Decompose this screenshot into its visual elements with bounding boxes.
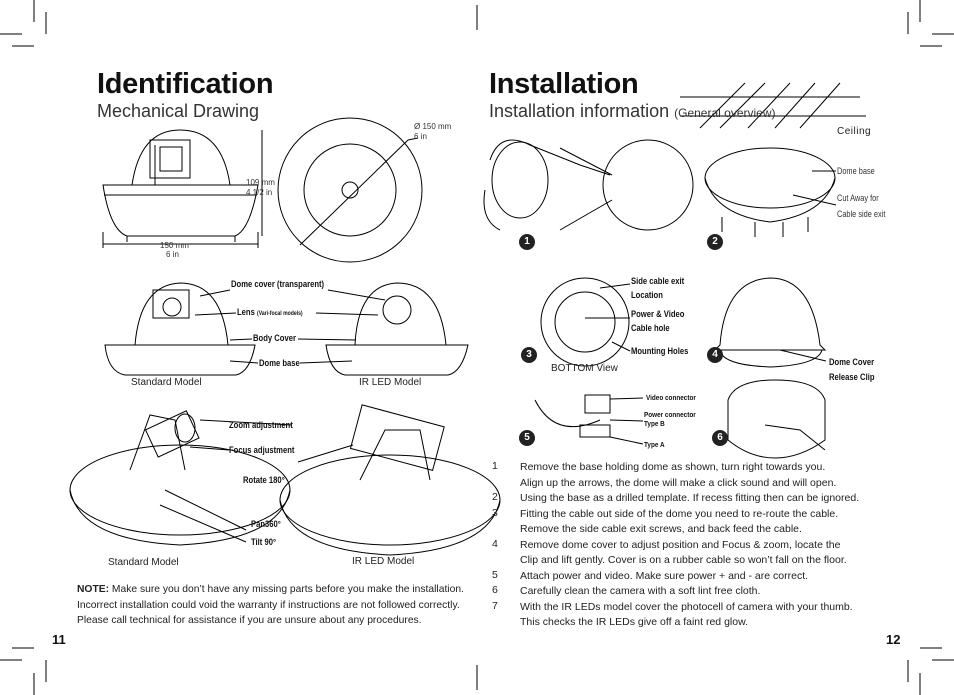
label-zoom-adjustment: Zoom adjustment: [229, 420, 293, 430]
section-subtitle: Mechanical Drawing: [97, 101, 260, 121]
dim-width-mm: 150 mm: [160, 241, 189, 250]
label-type-a: Type A: [644, 440, 665, 449]
label-video-connector: Video connector: [646, 393, 696, 402]
label-bottom-view: BOTTOM View: [551, 363, 618, 374]
page-number-right: 12: [886, 632, 901, 647]
dim-diam-mm: Ø 150 mm: [414, 122, 452, 131]
label-ir-led-model-2: IR LED Model: [352, 556, 415, 567]
dim-height-in: 4 1/2 in: [246, 188, 273, 197]
step-badge-3: 3: [521, 347, 537, 363]
step-badge-1: 1: [519, 234, 535, 250]
page-title: Identification: [97, 68, 274, 100]
label-dome-cover: Dome cover (transparent): [231, 279, 325, 289]
label-location: Location: [631, 290, 663, 300]
label-ceiling: Ceiling: [837, 126, 872, 137]
step-badge-5: 5: [519, 430, 535, 446]
label-pan: Pan360°: [251, 519, 281, 529]
label-rotate: Rotate 180°: [243, 475, 285, 485]
label-mounting-holes: Mounting Holes: [631, 346, 689, 356]
page-number-left: 11: [52, 632, 66, 647]
label-standard-model-2: Standard Model: [108, 557, 179, 568]
label-focus-adjustment: Focus adjustment: [229, 445, 295, 455]
install-title: Installation: [489, 68, 639, 100]
dim-width-in: 6 in: [166, 250, 179, 259]
label-release-clip: Release Clip: [829, 372, 875, 382]
label-dome-base: Dome base: [259, 358, 300, 368]
label-power-connector: Power connector: [644, 410, 696, 419]
label-cable-side-exit: Cable side exit: [837, 209, 886, 219]
step-badge-4: 4: [707, 347, 723, 363]
dim-diam-in: 6 in: [414, 132, 427, 141]
label-body-cover: Body Cover: [253, 333, 296, 343]
dim-height-mm: 109 mm: [246, 178, 275, 187]
step-badge-6: 6: [712, 430, 728, 446]
label-cut-away: Cut Away for: [837, 193, 879, 203]
note-block: NOTE: Make sure you don’t have any missi…: [77, 584, 464, 627]
label-side-cable-exit: Side cable exit: [631, 276, 685, 286]
installation-steps: 1 Remove the base holding dome as shown,…: [492, 460, 860, 629]
label-lens: Lens (Vari-focal models): [237, 307, 303, 317]
label-ir-led-model: IR LED Model: [359, 377, 422, 388]
label-cable-hole: Cable hole: [631, 323, 670, 333]
label-type-b: Type B: [644, 419, 665, 428]
label-dome-base-r: Dome base: [837, 166, 875, 176]
install-subtitle: Installation information (General overvi…: [489, 101, 776, 121]
label-power-video: Power & Video: [631, 309, 685, 319]
label-standard-model: Standard Model: [131, 377, 202, 388]
label-tilt: Tilt 90°: [251, 537, 277, 547]
label-dome-cover-release: Dome Cover: [829, 357, 875, 367]
step-badge-2: 2: [707, 234, 723, 250]
